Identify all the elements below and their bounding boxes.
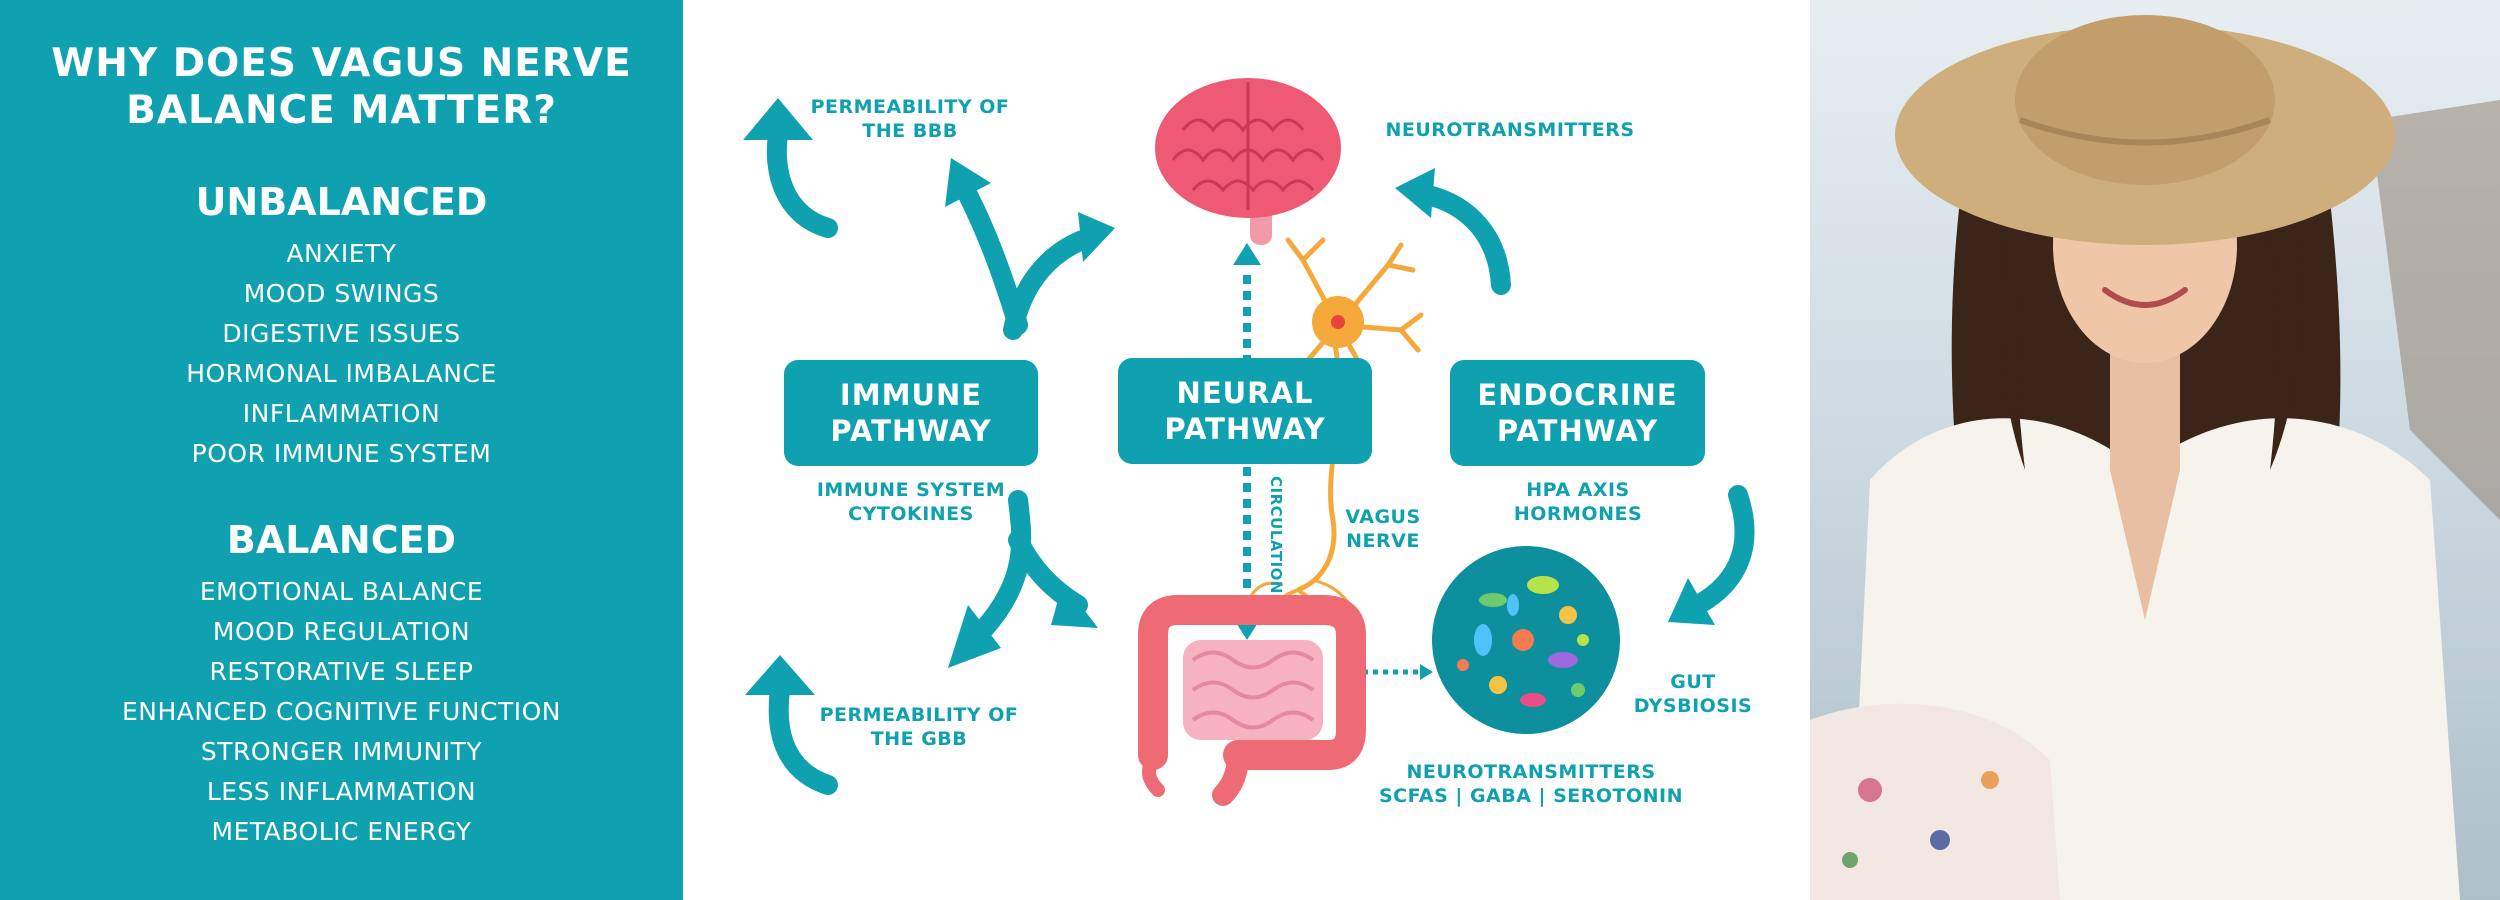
immune-pathway-line2: PATHWAY (830, 414, 992, 448)
list-item: EMOTIONAL BALANCE (199, 577, 484, 606)
neurotransmitters-bottom-label: NEUROTRANSMITTERS SCFAS | GABA | SEROTON… (1351, 760, 1711, 808)
label-line: PERMEABILITY OF (810, 96, 1010, 118)
curved-arrow-icon (1003, 212, 1115, 340)
label-line: PERMEABILITY OF (819, 704, 1019, 726)
title-line-2: BALANCE MATTER? (126, 88, 557, 133)
photo-illustration (1810, 0, 2500, 900)
curved-arrow-icon (743, 98, 838, 238)
label-line: GUT (1670, 671, 1716, 693)
woman-photo (1810, 0, 2500, 900)
list-item: LESS INFLAMMATION (206, 777, 477, 806)
panel-title: WHY DOES VAGUS NERVE BALANCE MATTER? (0, 40, 683, 134)
curved-arrow-icon (1008, 530, 1098, 628)
label-line: CYTOKINES (848, 503, 974, 525)
list-item: INFLAMMATION (242, 399, 441, 428)
gut-dysbiosis-label: GUT DYSBIOSIS (1623, 670, 1763, 718)
list-item: METABOLIC ENERGY (211, 817, 472, 846)
neural-pathway-line2: PATHWAY (1164, 412, 1326, 446)
label-line: SCFAS | GABA | SEROTONIN (1378, 785, 1684, 807)
microbiome-icon (1432, 546, 1620, 734)
label-line: HPA AXIS (1526, 479, 1630, 501)
neuron-icon (1285, 237, 1424, 373)
hpa-axis-label: HPA AXIS HORMONES (1478, 478, 1678, 526)
endocrine-pathway-box: ENDOCRINE PATHWAY (1450, 360, 1705, 466)
label-line: VAGUS (1345, 506, 1421, 528)
label-line: THE BBB (862, 120, 958, 142)
neural-pathway-line1: NEURAL (1176, 376, 1314, 410)
intestine-icon (1138, 595, 1366, 806)
immune-system-label: IMMUNE SYSTEM CYTOKINES (801, 478, 1021, 526)
bbb-label: PERMEABILITY OF THE BBB (800, 95, 1020, 143)
list-item: ENHANCED COGNITIVE FUNCTION (122, 697, 561, 726)
diagram-graphics (743, 78, 1755, 806)
gut-brain-diagram: IMMUNE PATHWAY NEURAL PATHWAY ENDOCRINE … (683, 0, 1810, 900)
label-line: HORMONES (1513, 503, 1643, 525)
label-line: IMMUNE SYSTEM (816, 479, 1006, 501)
list-item: STRONGER IMMUNITY (200, 737, 483, 766)
label-line: DYSBIOSIS (1633, 695, 1753, 717)
endocrine-pathway-line2: PATHWAY (1496, 414, 1659, 448)
title-line-1: WHY DOES VAGUS NERVE (51, 41, 632, 86)
endocrine-pathway-line1: ENDOCRINE (1477, 378, 1678, 412)
neurotransmitters-top-label: NEUROTRANSMITTERS (1385, 119, 1635, 141)
balanced-heading: BALANCED (226, 518, 457, 562)
curved-arrow-icon (745, 655, 838, 795)
circulation-label: CIRCULATION (1267, 476, 1285, 594)
unbalanced-list: ANXIETY MOOD SWINGS DIGESTIVE ISSUES HOR… (0, 234, 683, 474)
list-item: RESTORATIVE SLEEP (209, 657, 474, 686)
list-item: POOR IMMUNE SYSTEM (191, 439, 492, 468)
gbb-label: PERMEABILITY OF THE GBB (809, 703, 1029, 751)
curved-arrow-icon (1395, 168, 1511, 295)
label-line: NEUROTRANSMITTERS (1406, 761, 1656, 783)
left-panel: WHY DOES VAGUS NERVE BALANCE MATTER? UNB… (0, 0, 683, 900)
immune-pathway-line1: IMMUNE (839, 378, 983, 412)
list-item: ANXIETY (286, 239, 397, 268)
label-line: THE GBB (870, 728, 968, 750)
unbalanced-heading: UNBALANCED (195, 180, 488, 224)
list-item: MOOD REGULATION (212, 617, 471, 646)
list-item: DIGESTIVE ISSUES (222, 319, 461, 348)
balanced-list: EMOTIONAL BALANCE MOOD REGULATION RESTOR… (0, 572, 683, 852)
neural-pathway-box: NEURAL PATHWAY (1118, 358, 1372, 464)
curved-arrow-icon (945, 158, 1028, 335)
curved-arrow-icon (1668, 485, 1755, 625)
immune-pathway-box: IMMUNE PATHWAY (784, 360, 1038, 466)
list-item: HORMONAL IMBALANCE (186, 359, 497, 388)
brain-icon (1155, 78, 1341, 245)
vagus-nerve-label: VAGUS NERVE (1323, 505, 1443, 553)
label-line: NERVE (1346, 530, 1420, 552)
list-item: MOOD SWINGS (243, 279, 440, 308)
